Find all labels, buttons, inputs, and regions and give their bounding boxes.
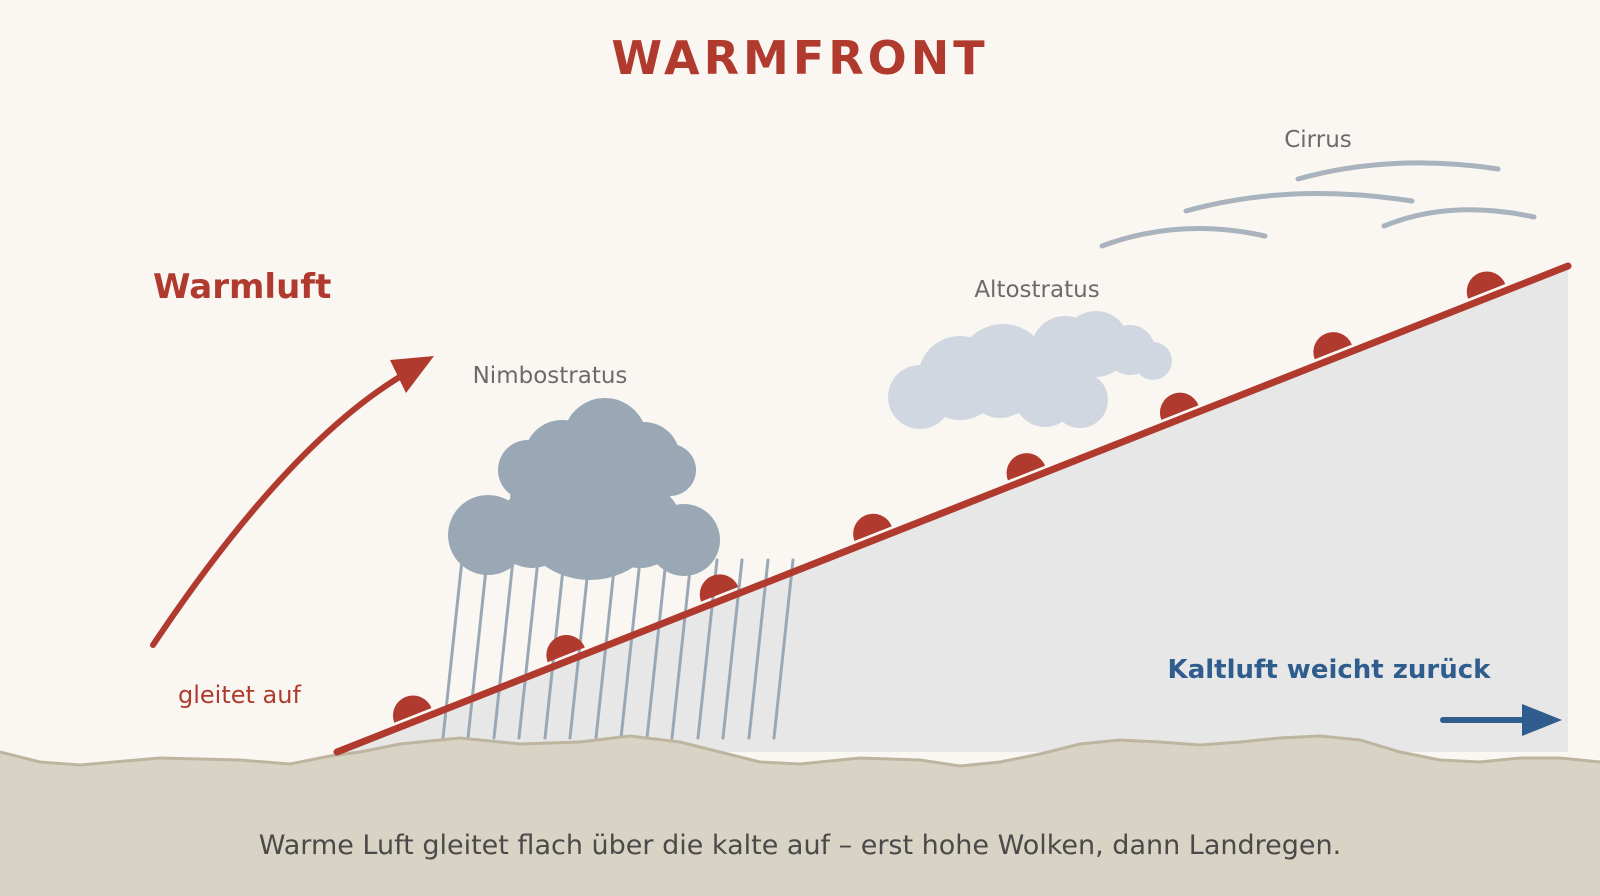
cirrus-clouds <box>1099 160 1537 249</box>
warm-air-arrowhead <box>390 356 434 393</box>
warm-air-label: Warmluft <box>153 267 331 307</box>
front-semicircle <box>546 634 585 663</box>
cirrus-strand <box>1381 207 1537 229</box>
front-semicircle <box>392 695 432 723</box>
cold-air-retreats-label: Kaltluft weicht zurück <box>1168 655 1492 685</box>
front-semicircle <box>699 574 739 602</box>
front-semicircle <box>1313 332 1352 360</box>
warm-air-arrow-shaft <box>150 369 411 648</box>
cirrus-strand <box>1099 225 1268 249</box>
nimbostratus-cloud <box>448 398 720 580</box>
rain-streak <box>645 558 668 740</box>
cirrus-strand <box>1183 191 1415 214</box>
rain-streak <box>619 558 642 740</box>
rain-streak <box>517 558 540 740</box>
rain-streak <box>772 558 795 740</box>
glides-up-label: gleitet auf <box>178 681 301 709</box>
altostratus-label: Altostratus <box>974 277 1099 303</box>
rain-streak <box>747 558 770 740</box>
nimbostratus-label: Nimbostratus <box>473 363 628 389</box>
front-semicircle <box>1006 453 1046 481</box>
cirrus-label: Cirrus <box>1284 127 1352 153</box>
warm-front-symbols <box>392 271 1506 723</box>
warm-front-line <box>333 262 1572 756</box>
rain-streak <box>670 558 693 740</box>
cirrus-strand <box>1295 160 1501 182</box>
ground <box>0 736 1600 896</box>
front-semicircle <box>1159 392 1199 420</box>
front-semicircle <box>1466 271 1506 299</box>
caption: Warme Luft gleitet flach über die kalte … <box>259 830 1341 861</box>
front-semicircle <box>853 513 892 541</box>
altostratus-cloud <box>888 311 1172 429</box>
ground-outline <box>0 734 1600 768</box>
diagram-title: WARMFRONT <box>611 31 988 85</box>
rain-streak <box>466 558 489 740</box>
cold-air-arrowhead <box>1522 704 1562 736</box>
rain-streak <box>492 558 515 740</box>
